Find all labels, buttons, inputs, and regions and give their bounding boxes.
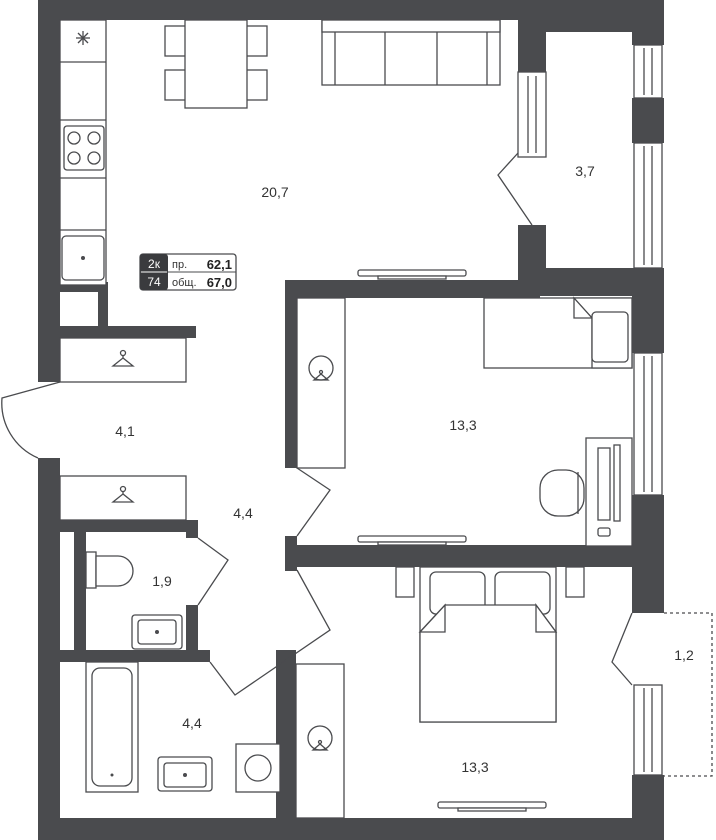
doors [1, 152, 633, 696]
hanger-icon [307, 725, 333, 751]
entrance-area: 4,1 [115, 423, 135, 439]
total-area-value: 67,0 [207, 275, 232, 290]
bathtub-icon [85, 661, 139, 793]
balcony-outline [664, 612, 713, 777]
hanger-icon [308, 355, 334, 381]
wardrobe-entrance [59, 337, 187, 383]
wc-furniture [85, 551, 183, 650]
stove-icon [63, 125, 105, 171]
bathroom-furniture [85, 661, 281, 793]
storage-area: 3,7 [575, 163, 595, 179]
wc-sink-icon [131, 614, 183, 650]
tv-bedroom-2 [437, 801, 547, 812]
bedroom-2-furniture [295, 566, 585, 819]
kitchen-living-area: 20,7 [261, 184, 288, 200]
wardrobe-hall [59, 475, 187, 521]
kitchen-sink-icon [61, 235, 105, 281]
tv-living [357, 269, 467, 280]
hall-area: 4,4 [233, 505, 253, 521]
toilet-icon [85, 551, 134, 589]
sofa [321, 19, 501, 86]
washing-machine-icon [235, 743, 281, 793]
bathroom-area: 4,4 [182, 715, 202, 731]
bedroom-1-furniture [296, 296, 633, 547]
double-bed-icon [395, 566, 585, 723]
living-area-label: пр. [172, 259, 187, 271]
tv-bedroom-1 [357, 535, 467, 546]
windows [517, 44, 663, 776]
bath-sink-icon [157, 756, 213, 792]
bedroom-2-area: 13,3 [461, 759, 488, 775]
apartment-badge: 2к 74 пр. 62,1 общ. 67,0 [139, 253, 237, 291]
total-area-label: общ. [172, 277, 197, 289]
living-area-value: 62,1 [207, 257, 232, 272]
wc-area: 1,9 [152, 573, 172, 589]
apartment-number: 74 [147, 275, 161, 289]
rooms-count-label: 2к [148, 257, 161, 271]
bedroom-1-area: 13,3 [449, 417, 476, 433]
kitchen [59, 19, 107, 286]
chair [539, 469, 585, 517]
dining-table [164, 19, 268, 109]
hanger-icon [111, 349, 135, 367]
hanger-icon [111, 485, 135, 503]
exhaust-icon [76, 31, 90, 45]
balcony-area: 1,2 [674, 647, 694, 663]
desk [585, 437, 633, 547]
walls [38, 0, 664, 840]
